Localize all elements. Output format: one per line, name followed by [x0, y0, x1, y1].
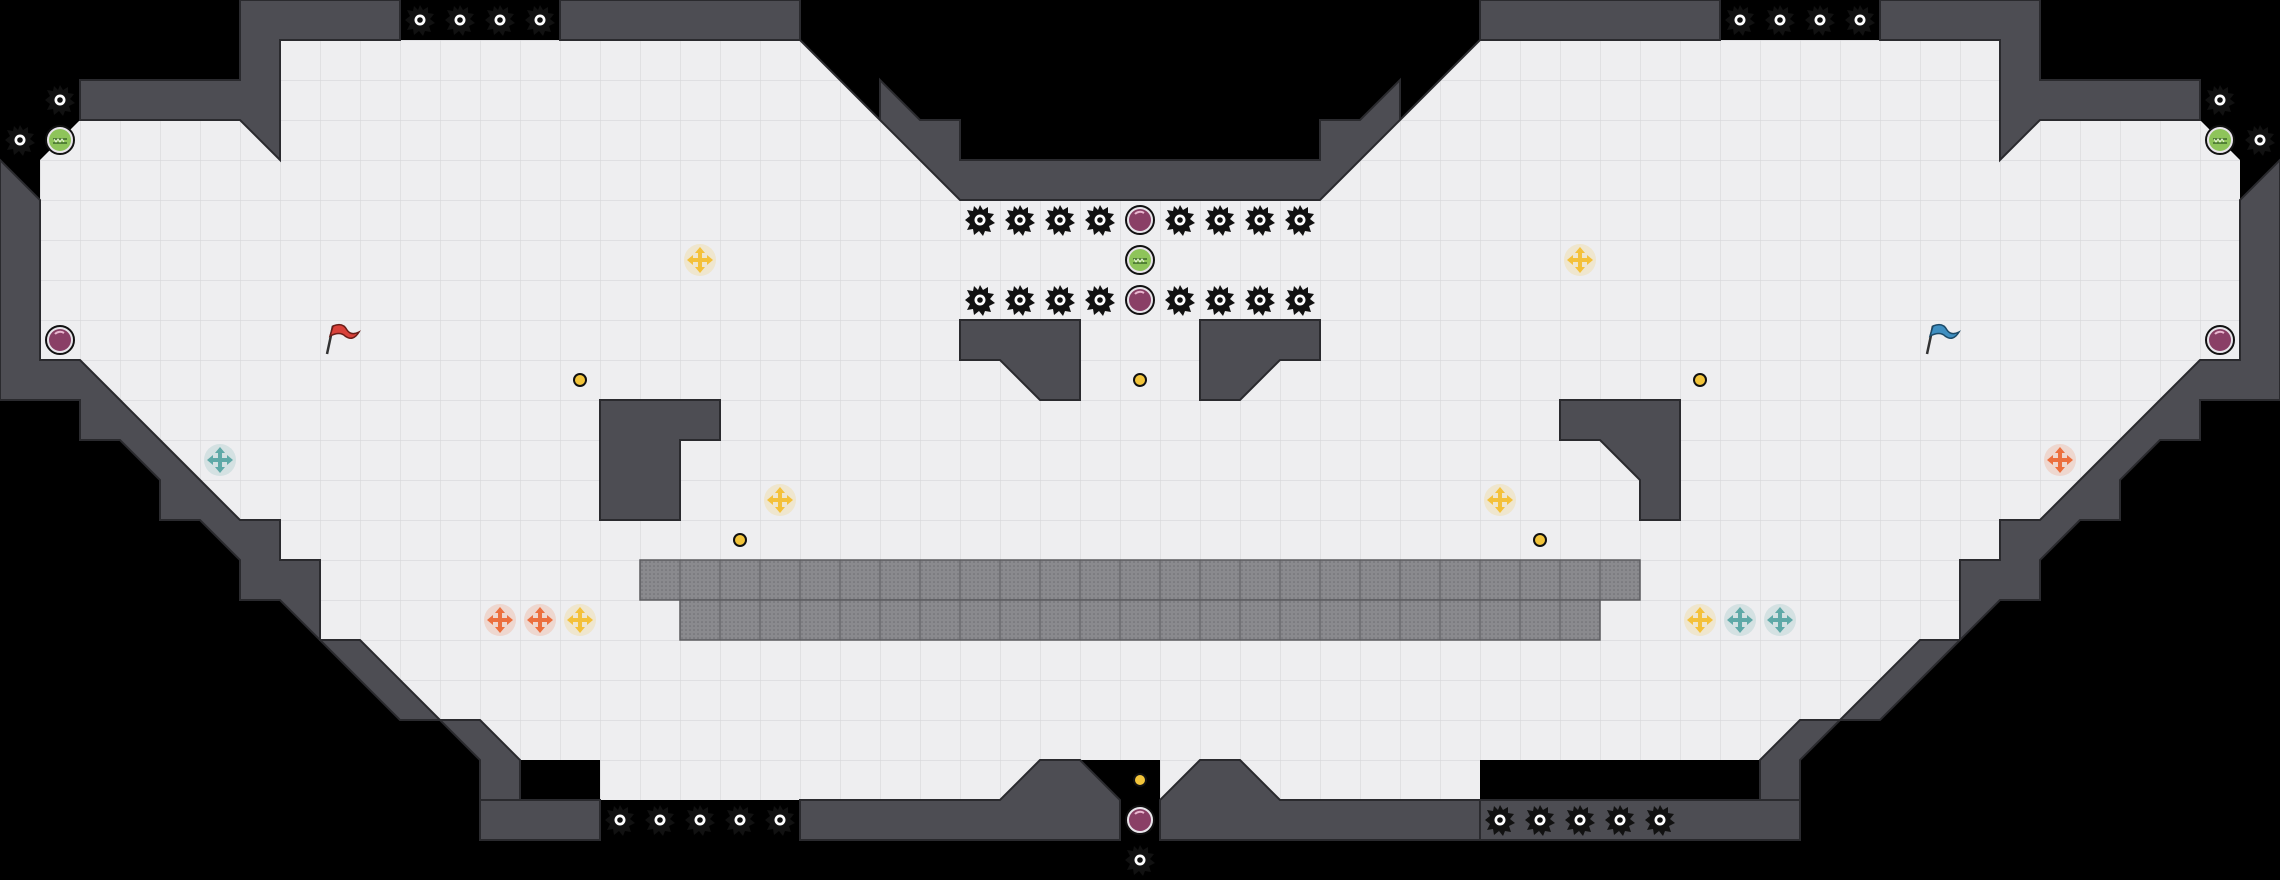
portal-icon [2205, 125, 2235, 155]
coin-icon [1133, 373, 1147, 387]
bridge [639, 559, 1641, 641]
spike-icon [405, 5, 435, 36]
portal-icon [1125, 205, 1155, 235]
boost-pad-icon [764, 484, 796, 516]
spike-icon [1805, 5, 1835, 36]
coin-icon [1133, 773, 1147, 787]
boost-pad-icon [564, 604, 596, 636]
spike-icon [645, 805, 675, 836]
spike-icon [485, 5, 515, 36]
spike-icon [765, 805, 795, 836]
spike-icon [685, 805, 715, 836]
boost-pad-icon [1684, 604, 1716, 636]
spike-icon [1845, 5, 1875, 36]
portal-icon [1125, 285, 1155, 315]
spike-icon [5, 125, 35, 156]
spike-icon [1765, 5, 1795, 36]
spike-icon [1125, 845, 1155, 876]
boost-pad-icon [1764, 604, 1796, 636]
spike-icon [605, 805, 635, 836]
boost-pad-icon [1564, 244, 1596, 276]
boost-pad-icon [684, 244, 716, 276]
boost-pad-icon [524, 604, 556, 636]
boost-pad-icon [1724, 604, 1756, 636]
spike-icon [45, 85, 75, 116]
portal-icon [45, 325, 75, 355]
boost-pad-icon [484, 604, 516, 636]
coin-icon [573, 373, 587, 387]
portal-icon [1125, 805, 1155, 835]
coin-icon [733, 533, 747, 547]
spike-icon [525, 5, 555, 36]
spike-icon [445, 5, 475, 36]
spike-icon [2245, 125, 2275, 156]
boost-pad-icon [204, 444, 236, 476]
walls [0, 0, 2280, 841]
portal-icon [45, 125, 75, 155]
portal-icon [2205, 325, 2235, 355]
spike-icon [2205, 85, 2235, 116]
spike-icon [725, 805, 755, 836]
boost-pad-icon [2044, 444, 2076, 476]
spike-icon [1725, 5, 1755, 36]
coin-icon [1693, 373, 1707, 387]
portal-icon [1125, 245, 1155, 275]
coin-icon [1533, 533, 1547, 547]
boost-pad-icon [1484, 484, 1516, 516]
